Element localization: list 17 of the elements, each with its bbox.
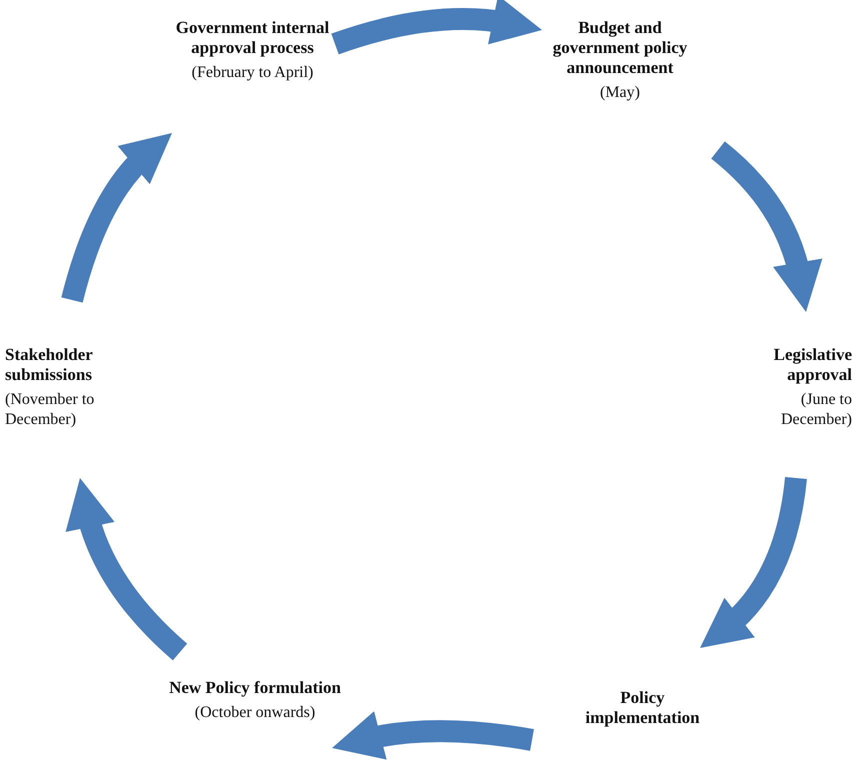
curved-arrow <box>332 712 534 760</box>
curved-arrow <box>711 142 822 312</box>
stage-period: (February to April) <box>190 63 314 83</box>
stage-period: (October onwards) <box>194 703 316 723</box>
stage-title: Legislative approval <box>772 345 852 385</box>
stage-period: (May) <box>599 83 641 103</box>
curved-arrow <box>331 0 542 54</box>
curved-arrow <box>66 478 188 660</box>
stage-period: (June to December) <box>780 390 852 430</box>
stage-title: New Policy formulation <box>168 678 342 698</box>
stage-title: Stakeholder submissions <box>5 345 94 385</box>
curved-arrow <box>61 132 172 303</box>
stage-period: (November to December) <box>5 390 96 430</box>
stage-title: Government internal approval process <box>174 18 330 58</box>
curved-arrow <box>700 476 807 649</box>
stage-title: Budget and government policy announcement <box>552 18 688 78</box>
stage-title: Policy implementation <box>584 688 701 728</box>
